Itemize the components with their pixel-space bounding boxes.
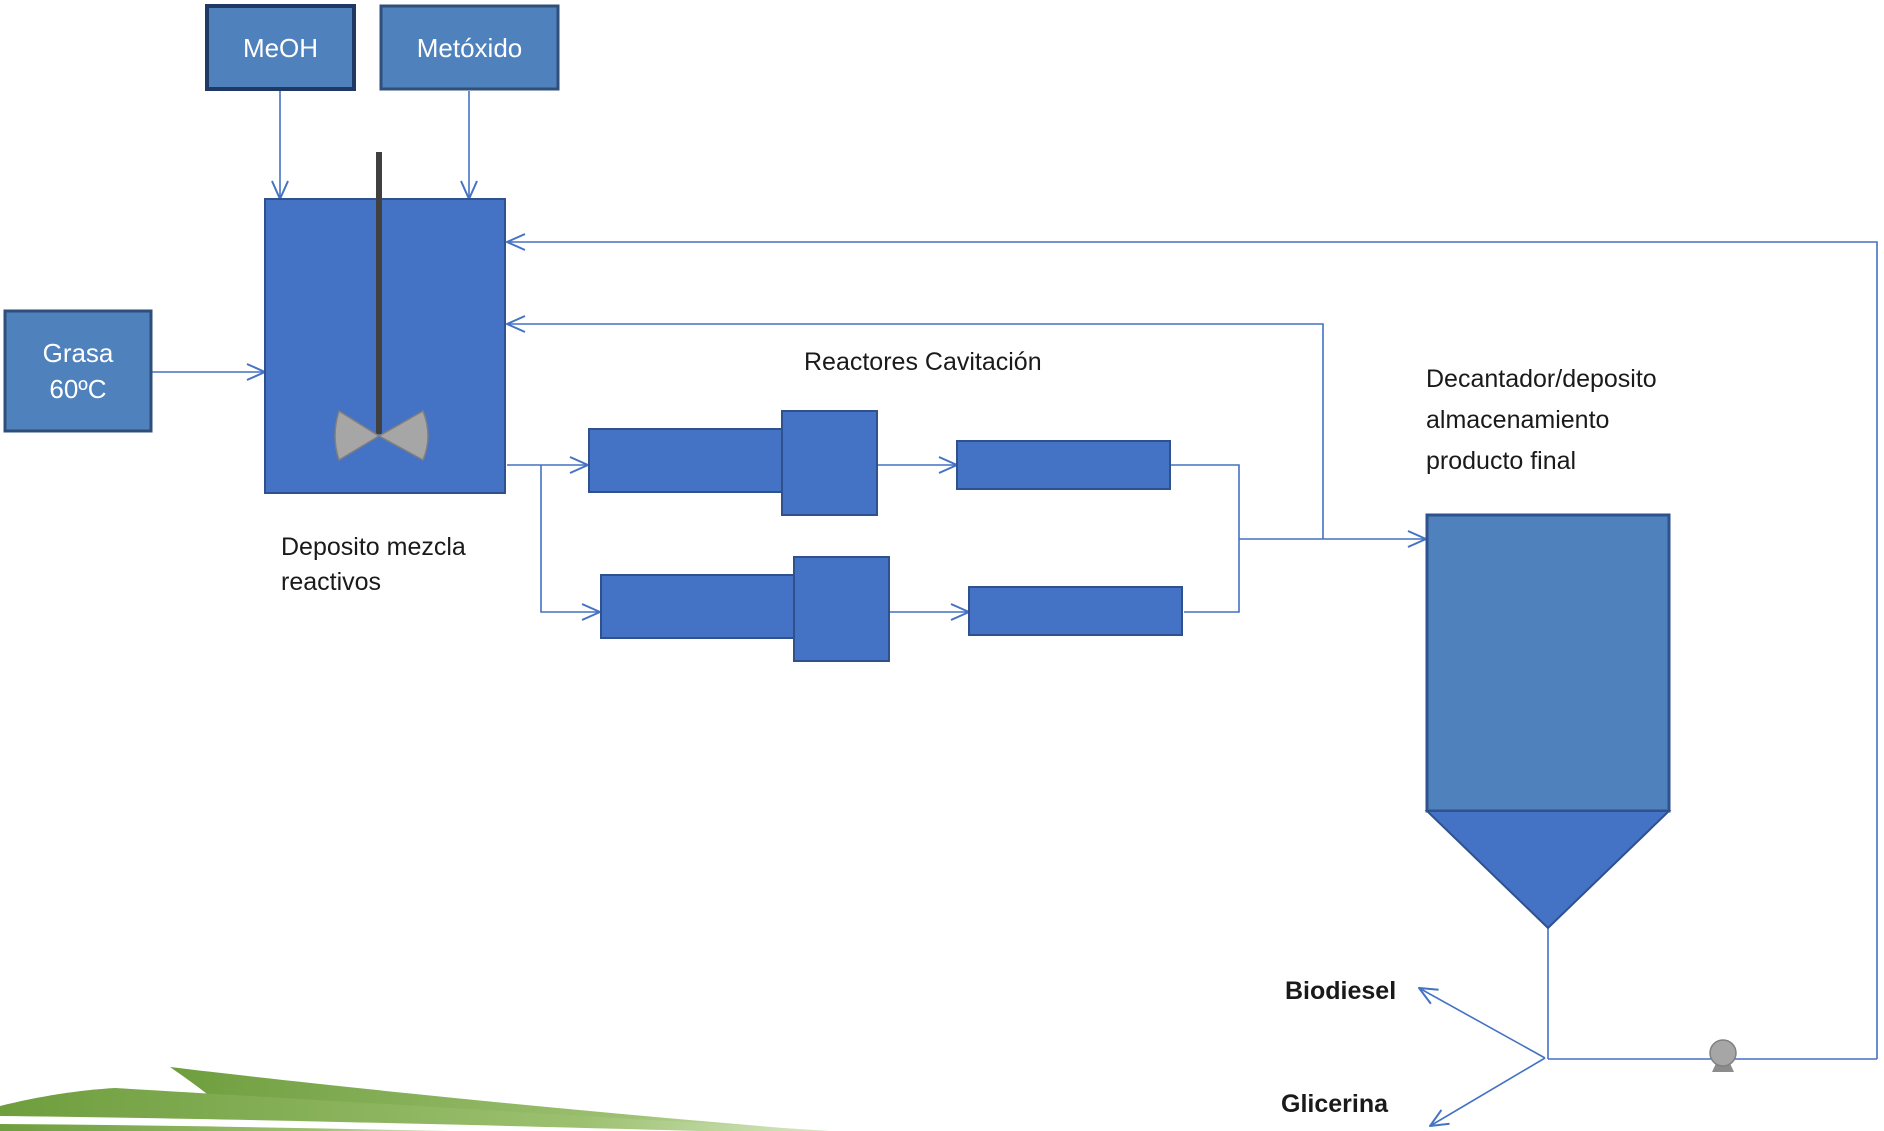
tube1-outlet-line bbox=[1171, 464, 1240, 539]
biodiesel-outlet-line bbox=[1419, 988, 1546, 1059]
metoxido-label: Metóxido bbox=[381, 6, 558, 89]
tube2-outlet-line bbox=[1184, 539, 1240, 613]
metoxido-box bbox=[379, 4, 560, 91]
reactor-1-body bbox=[588, 428, 784, 493]
recycle-line-outer bbox=[507, 242, 1878, 1059]
meoh-label: MeOH bbox=[207, 6, 354, 89]
branch-lower-line bbox=[540, 465, 600, 612]
grasa-box bbox=[3, 309, 153, 433]
meoh-box bbox=[205, 4, 356, 91]
decorative-swoosh bbox=[0, 1067, 830, 1131]
decanter-caption: Decantador/deposito almacenamiento produ… bbox=[1426, 365, 1657, 475]
meoh-text: MeOH bbox=[242, 32, 319, 63]
reactor-1-head bbox=[781, 410, 878, 516]
decanter-body bbox=[1425, 513, 1671, 813]
decanter-cone bbox=[1424, 810, 1672, 930]
pump-icon bbox=[1709, 1039, 1737, 1072]
mix-tank-caption: Deposito mezcla reactivos bbox=[281, 533, 466, 596]
reactors-caption: Reactores Cavitación bbox=[804, 348, 1042, 376]
grasa-text: Grasa 60ºC bbox=[42, 338, 114, 404]
biodiesel-caption: Biodiesel bbox=[1285, 977, 1397, 1005]
flow-lines bbox=[151, 91, 1878, 1126]
reactor-2-tube bbox=[968, 586, 1183, 636]
metoxido-text: Metóxido bbox=[416, 32, 523, 63]
reactor-2-head bbox=[793, 556, 890, 662]
mixing-tank bbox=[264, 198, 506, 494]
reactor-2-body bbox=[600, 574, 796, 639]
recycle-line-inner bbox=[507, 324, 1324, 539]
reactor-1-tube bbox=[956, 440, 1171, 490]
grasa-label: Grasa 60ºC bbox=[5, 311, 151, 431]
glicerina-caption: Glicerina bbox=[1281, 1090, 1388, 1118]
stirrer-impeller bbox=[334, 409, 429, 462]
glicerina-outlet-line bbox=[1430, 1057, 1546, 1126]
